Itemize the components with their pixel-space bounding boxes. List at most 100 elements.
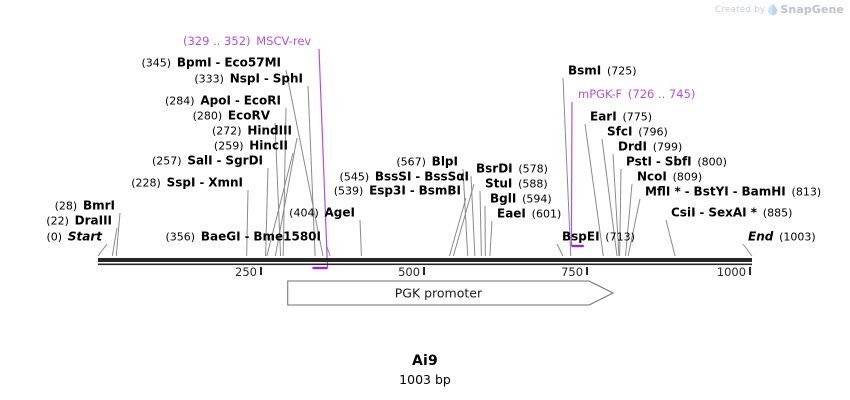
enzyme-name[interactable]: SalI	[187, 153, 213, 168]
enzyme-name[interactable]: SbfI	[664, 154, 692, 169]
restriction-site-label: (333) NspI - SphI	[0, 73, 303, 86]
enzyme-name[interactable]: AgeI	[324, 205, 355, 220]
site-enzyme-names: MflI * - BstYI - BamHI	[645, 185, 786, 199]
enzyme-name[interactable]: BssSαI	[424, 169, 469, 184]
primer-label[interactable]: mPGK-F (726 .. 745)	[578, 88, 695, 100]
enzyme-separator: -	[240, 229, 254, 244]
enzyme-separator: -	[405, 183, 419, 198]
site-enzyme-names: BsrDI	[476, 162, 513, 176]
restriction-site-label: BglI (594)	[490, 193, 552, 206]
restriction-site-label: (280) EcoRV	[0, 110, 270, 123]
site-position: (588)	[518, 177, 548, 191]
site-position: (345)	[141, 56, 172, 70]
enzyme-name[interactable]: ApoI	[200, 93, 231, 108]
enzyme-name[interactable]: Esp3I	[369, 183, 406, 198]
site-position: (259)	[213, 139, 244, 153]
site-leader-line	[627, 198, 641, 257]
enzyme-separator: -	[680, 184, 694, 199]
enzyme-name[interactable]: PstI	[626, 154, 652, 169]
enzyme-name[interactable]: SexAI *	[708, 205, 758, 220]
enzyme-name[interactable]: BssSI	[374, 169, 412, 184]
site-leader-line	[307, 85, 316, 257]
site-position: (713)	[605, 230, 635, 244]
site-enzyme-names: DrdI	[618, 140, 647, 154]
enzyme-name[interactable]: BpmI	[176, 55, 212, 70]
enzyme-name[interactable]: NcoI	[637, 169, 667, 184]
enzyme-name[interactable]: BsrDI	[476, 161, 513, 176]
site-leader-line	[452, 183, 475, 257]
site-leader-line	[266, 152, 294, 257]
enzyme-name[interactable]: MflI *	[645, 184, 681, 199]
restriction-site-label: (567) BlpI	[0, 156, 458, 169]
primer-range: (726 .. 745)	[627, 87, 696, 101]
site-enzyme-names: SfcI	[607, 125, 632, 139]
site-enzyme-names: NcoI	[637, 170, 667, 184]
site-enzyme-names: CsiI - SexAI *	[671, 206, 757, 220]
enzyme-name[interactable]: XmnI	[208, 175, 243, 190]
enzyme-name[interactable]: Start	[67, 229, 102, 244]
restriction-site-label: (345) BpmI - Eco57MI	[0, 57, 281, 70]
site-position: (594)	[522, 192, 552, 206]
ruler-tick-label: 1000	[717, 265, 746, 279]
enzyme-name[interactable]: BspEI	[562, 229, 600, 244]
enzyme-separator: -	[695, 205, 709, 220]
enzyme-name[interactable]: EcoRI	[243, 93, 281, 108]
enzyme-name[interactable]: SfcI	[607, 124, 633, 139]
enzyme-name[interactable]: SgrDI	[225, 153, 263, 168]
enzyme-name[interactable]: BsmBI	[418, 183, 461, 198]
site-position: (272)	[211, 124, 242, 138]
site-position: (545)	[339, 170, 370, 184]
enzyme-name[interactable]: HindIII	[247, 123, 292, 138]
snapgene-logo-icon	[768, 3, 778, 16]
watermark-brand: SnapGene	[780, 3, 844, 16]
enzyme-name[interactable]: EcoRV	[227, 108, 270, 123]
enzyme-name[interactable]: EaeI	[497, 206, 526, 221]
enzyme-name[interactable]: SspI	[166, 175, 196, 190]
enzyme-name[interactable]: BglI	[490, 191, 517, 206]
plasmid-backbone	[98, 258, 752, 262]
enzyme-name[interactable]: DraIII	[74, 213, 112, 228]
restriction-site-label: (22) DraIII	[0, 215, 112, 228]
site-position: (809)	[672, 170, 703, 184]
enzyme-name[interactable]: CsiI	[671, 205, 696, 220]
site-position: (725)	[607, 64, 637, 78]
site-leader-line	[742, 243, 753, 257]
enzyme-name[interactable]: BlpI	[431, 154, 458, 169]
enzyme-name[interactable]: BsmI	[568, 63, 602, 78]
site-enzyme-names: Start	[68, 230, 102, 244]
site-position: (539)	[333, 184, 364, 198]
restriction-site-label: (228) SspI - XmnI	[0, 177, 243, 190]
enzyme-name[interactable]: EarI	[590, 109, 617, 124]
enzyme-name[interactable]: StuI	[485, 176, 513, 191]
enzyme-name[interactable]: BstYI	[693, 184, 729, 199]
enzyme-name[interactable]: BamHI	[741, 184, 786, 199]
site-enzyme-names: NspI - SphI	[230, 72, 303, 86]
watermark-prefix: Created by	[714, 4, 766, 15]
enzyme-name[interactable]: HincII	[249, 138, 288, 153]
enzyme-name[interactable]: SphI	[272, 71, 303, 86]
plasmid-name: Ai9	[412, 353, 438, 369]
enzyme-name[interactable]: NspI	[229, 71, 260, 86]
enzyme-name[interactable]: Eco57MI	[224, 55, 281, 70]
enzyme-separator: -	[411, 169, 425, 184]
feature-arrow-pgk-promoter	[287, 280, 615, 306]
primer-label[interactable]: (329 .. 352) MSCV-rev	[183, 35, 311, 47]
site-enzyme-names: DraIII	[75, 214, 112, 228]
restriction-site-label: StuI (588)	[485, 178, 548, 191]
site-position: (567)	[396, 155, 426, 169]
enzyme-name[interactable]: DrdI	[618, 139, 647, 154]
restriction-site-label: NcoI (809)	[637, 171, 702, 184]
enzyme-name[interactable]: BaeGI	[200, 229, 241, 244]
site-position: (404)	[289, 206, 319, 220]
site-position: (22)	[46, 214, 69, 228]
site-position: (799)	[652, 140, 683, 154]
site-enzyme-names: EaeI	[497, 207, 526, 221]
plasmid-title-block: Ai9 1003 bp	[0, 353, 850, 387]
site-position: (257)	[151, 154, 182, 168]
enzyme-separator: -	[259, 71, 273, 86]
site-position: (601)	[531, 207, 562, 221]
enzyme-name[interactable]: Bme1580I	[253, 229, 321, 244]
restriction-site-label: (259) HincII	[0, 140, 288, 153]
enzyme-name[interactable]: End	[748, 229, 774, 244]
enzyme-name[interactable]: BmrI	[82, 198, 115, 213]
